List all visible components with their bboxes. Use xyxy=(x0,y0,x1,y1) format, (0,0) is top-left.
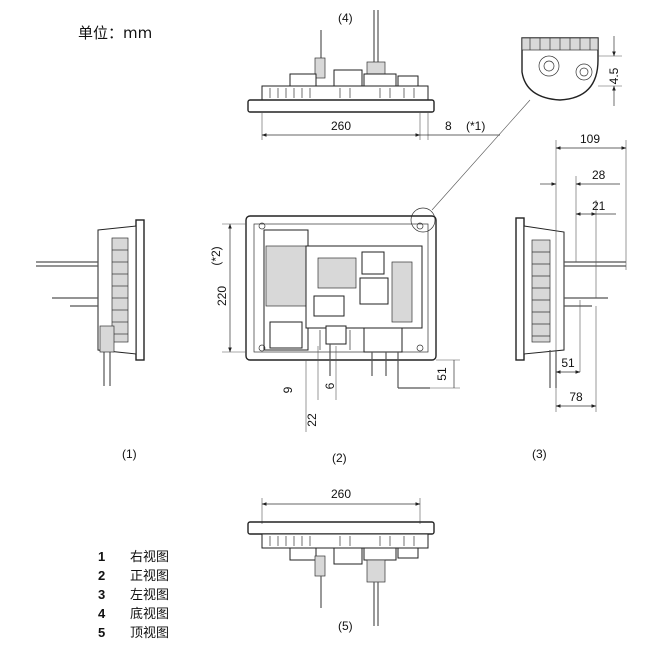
legend-num-3: 3 xyxy=(98,587,105,602)
dim-front-22: 22 xyxy=(305,413,319,427)
legend-text-3: 左视图 xyxy=(130,588,169,603)
legend-num-4: 4 xyxy=(98,606,106,621)
dim-bottom-offset-note: (*1) xyxy=(466,119,485,133)
left-view: 109 28 21 51 78 (3) xyxy=(515,132,627,461)
dim-front-height-note: (*2) xyxy=(209,246,223,265)
left-view-caption: (3) xyxy=(532,447,547,461)
detail-view: 4.5 xyxy=(410,36,622,233)
top-view: 260 (5) xyxy=(247,487,435,633)
dim-front-9: 9 xyxy=(281,386,295,393)
unit-label: 单位：mm xyxy=(78,24,152,42)
dim-top-width: 260 xyxy=(331,487,351,501)
right-view: (1) xyxy=(36,219,145,461)
dim-left-28: 28 xyxy=(592,168,606,182)
dim-left-109: 109 xyxy=(580,132,600,146)
dim-front-6: 6 xyxy=(323,382,337,389)
legend-num-5: 5 xyxy=(98,625,105,640)
bottom-view: (4) 260 8 (*1) xyxy=(247,10,500,140)
legend-text-5: 顶视图 xyxy=(130,626,169,641)
legend-num-1: 1 xyxy=(98,549,105,564)
dim-left-78: 78 xyxy=(569,390,583,404)
legend-text-1: 右视图 xyxy=(130,550,169,565)
dim-left-21: 21 xyxy=(592,199,606,213)
legend: 1 右视图 2 正视图 3 左视图 4 底视图 5 顶视图 xyxy=(98,549,169,641)
dim-front-height: 220 xyxy=(215,286,229,306)
dim-detail-offset: 4.5 xyxy=(607,67,621,84)
dim-bottom-offset: 8 xyxy=(445,119,452,133)
dim-left-51: 51 xyxy=(561,356,575,370)
bottom-view-caption: (4) xyxy=(338,11,353,25)
front-view: 220 (*2) 51 9 6 22 (2) xyxy=(209,215,460,465)
right-view-caption: (1) xyxy=(122,447,137,461)
dim-bottom-width: 260 xyxy=(331,119,351,133)
legend-text-2: 正视图 xyxy=(130,569,169,584)
dim-front-lower-51: 51 xyxy=(435,367,449,381)
legend-text-4: 底视图 xyxy=(130,606,169,622)
legend-num-2: 2 xyxy=(98,568,105,583)
front-view-caption: (2) xyxy=(332,451,347,465)
top-view-caption: (5) xyxy=(338,619,353,633)
